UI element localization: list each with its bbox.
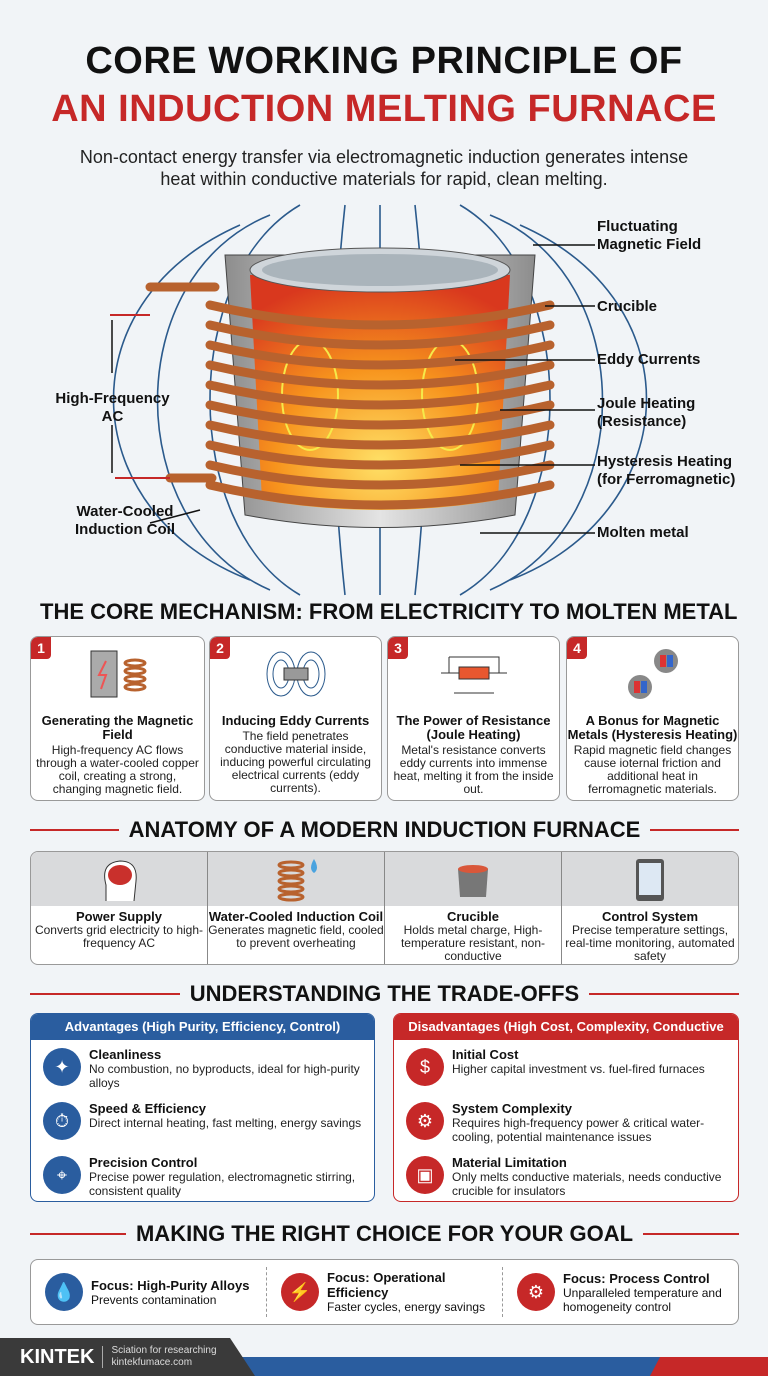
magnetic-field-icon <box>266 651 325 697</box>
battery-coil-icon <box>90 650 146 698</box>
label-hysteresis-heating: Hysteresis Heating (for Ferromagnetic) <box>597 453 736 488</box>
cube-icon: ▣ <box>406 1156 444 1194</box>
brain-icon <box>104 860 137 902</box>
water-drop-icon: 💧 <box>45 1273 83 1311</box>
subtitle: Non-contact energy transfer via electrom… <box>79 147 689 189</box>
label-joule-heating: Joule Heating (Resistance) <box>597 395 696 430</box>
label-molten-metal: Molten metal <box>597 524 689 541</box>
induction-coil <box>145 282 555 510</box>
label-high-frequency-ac: High-Frequency AC <box>55 390 170 425</box>
target-icon: ⌖ <box>43 1156 81 1194</box>
step-card-3: 3 The Power of Resistance (Joule Heating… <box>387 636 560 801</box>
disadvantages-panel: Disadvantages (High Cost, Complexity, Co… <box>393 1013 739 1202</box>
furnace-diagram <box>110 204 648 596</box>
label-magnetic-field: Fluctuating Magnetic Field <box>597 218 702 253</box>
label-crucible: Crucible <box>597 298 658 315</box>
sparkle-hand-icon: ✦ <box>43 1048 81 1086</box>
advantages-panel: Advantages (High Purity, Efficiency, Con… <box>30 1013 375 1202</box>
title-line1: CORE WORKING PRINCIPLE OF <box>85 40 683 82</box>
tablet-icon <box>636 859 664 901</box>
step-card-4: 4 A Bonus for Magnetic Metals (Hysteresi… <box>566 636 739 801</box>
title-line2: AN INDUCTION MELTING FURNACE <box>51 88 717 130</box>
magnetic-domains-icon <box>627 649 678 699</box>
section-choice-header: MAKING THE RIGHT CHOICE FOR YOUR GOAL <box>30 1221 740 1247</box>
label-induction-coil: Water-Cooled Induction Coil <box>75 503 175 538</box>
lightning-icon: ⚡ <box>281 1273 319 1311</box>
kintek-logo: KINTEK <box>20 1345 95 1368</box>
molten-metal <box>250 275 510 510</box>
stopwatch-icon: ⏱ <box>43 1102 81 1140</box>
pot-icon <box>458 865 488 897</box>
resistor-icon <box>440 656 507 694</box>
section-anatomy-header: ANATOMY OF A MODERN INDUCTION FURNACE <box>30 817 740 843</box>
section-tradeoffs-header: UNDERSTANDING THE TRADE-OFFS <box>30 981 739 1007</box>
gear-search-icon: ⚙ <box>517 1273 555 1311</box>
section-mechanism-header: THE CORE MECHANISM: FROM ELECTRICITY TO … <box>40 599 738 624</box>
coil-water-icon <box>277 859 317 902</box>
label-eddy-currents: Eddy Currents <box>597 351 701 368</box>
coins-icon: $ <box>406 1048 444 1086</box>
footer-url[interactable]: kintekfumace.com <box>111 1357 193 1368</box>
gear-wrench-icon: ⚙ <box>406 1102 444 1140</box>
